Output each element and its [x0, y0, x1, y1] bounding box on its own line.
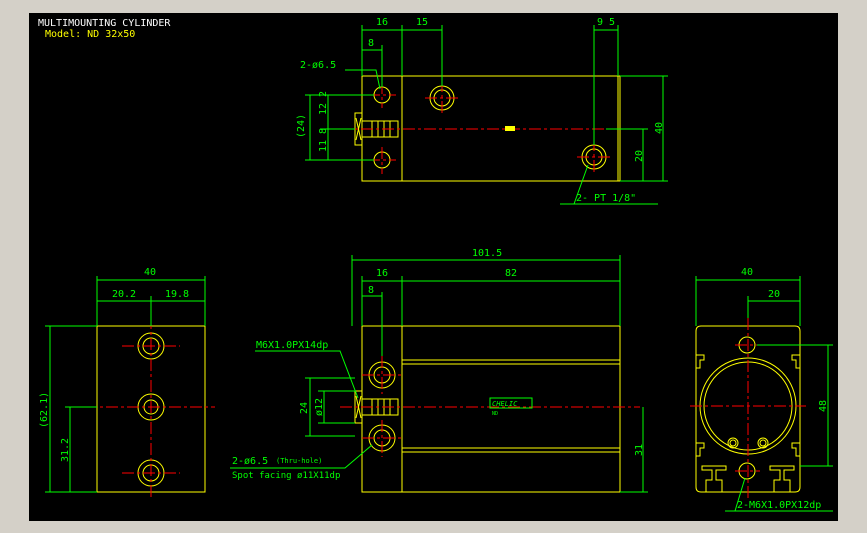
left-dim-621: (62.1)	[39, 392, 50, 428]
top-dim-118: 11 8	[318, 128, 329, 152]
drawing-model: Model: ND 32x50	[45, 29, 135, 40]
front-dim-8: 8	[368, 285, 374, 296]
drawing-canvas[interactable]: MULTIMOUNTING CYLINDER Model: ND 32x50	[29, 13, 838, 521]
left-view: 40 20.2 19.8 (62.1) 31.2	[39, 267, 215, 500]
cylinder-logo-model: ND	[492, 411, 498, 417]
right-dim-20: 20	[768, 289, 780, 300]
top-port-label: 2- PT 1/8"	[576, 193, 636, 204]
front-dim-12: ø12	[314, 398, 325, 416]
right-view: 40 20 48 2-M6X1.0PX12dp	[690, 267, 833, 512]
cylinder-logo: CHELIC	[492, 400, 518, 408]
right-dim-40: 40	[741, 267, 753, 278]
front-holes-note: (Thru-hole)	[276, 457, 322, 465]
front-dim-16: 16	[376, 268, 388, 279]
top-dim-20: 20	[634, 150, 645, 162]
top-dim-8: 8	[368, 38, 374, 49]
top-holes-label: 2-ø6.5	[300, 60, 336, 71]
top-dim-15: 15	[416, 17, 428, 28]
left-dim-198: 19.8	[165, 289, 189, 300]
front-dim-1015: 101.5	[472, 248, 502, 259]
right-thread-label: 2-M6X1.0PX12dp	[737, 500, 821, 511]
cad-drawing: MULTIMOUNTING CYLINDER Model: ND 32x50	[38, 17, 833, 512]
top-view: 16 15 9 5 8 2-ø6.5 2- PT 1/8" 40 20 12 2…	[296, 17, 668, 205]
left-dim-40: 40	[144, 267, 156, 278]
top-dim-40: 40	[654, 122, 665, 134]
front-spot-label: Spot facing ø11X11dp	[232, 471, 340, 481]
front-dim-82: 82	[505, 268, 517, 279]
front-thread-label: M6X1.0PX14dp	[256, 340, 328, 351]
left-dim-312: 31.2	[60, 438, 71, 462]
top-dim-16: 16	[376, 17, 388, 28]
front-dim-31: 31	[634, 444, 645, 456]
front-holes-label: 2-ø6.5	[232, 456, 268, 467]
right-dim-48: 48	[818, 400, 829, 412]
top-dim-24: (24)	[296, 114, 307, 138]
left-dim-202: 20.2	[112, 289, 136, 300]
top-dim-95: 9 5	[597, 17, 615, 28]
top-dim-122: 12 2	[318, 91, 329, 115]
drawing-title: MULTIMOUNTING CYLINDER	[38, 18, 171, 29]
front-dim-24: 24	[299, 402, 310, 414]
front-view: CHELIC ND	[230, 248, 648, 493]
